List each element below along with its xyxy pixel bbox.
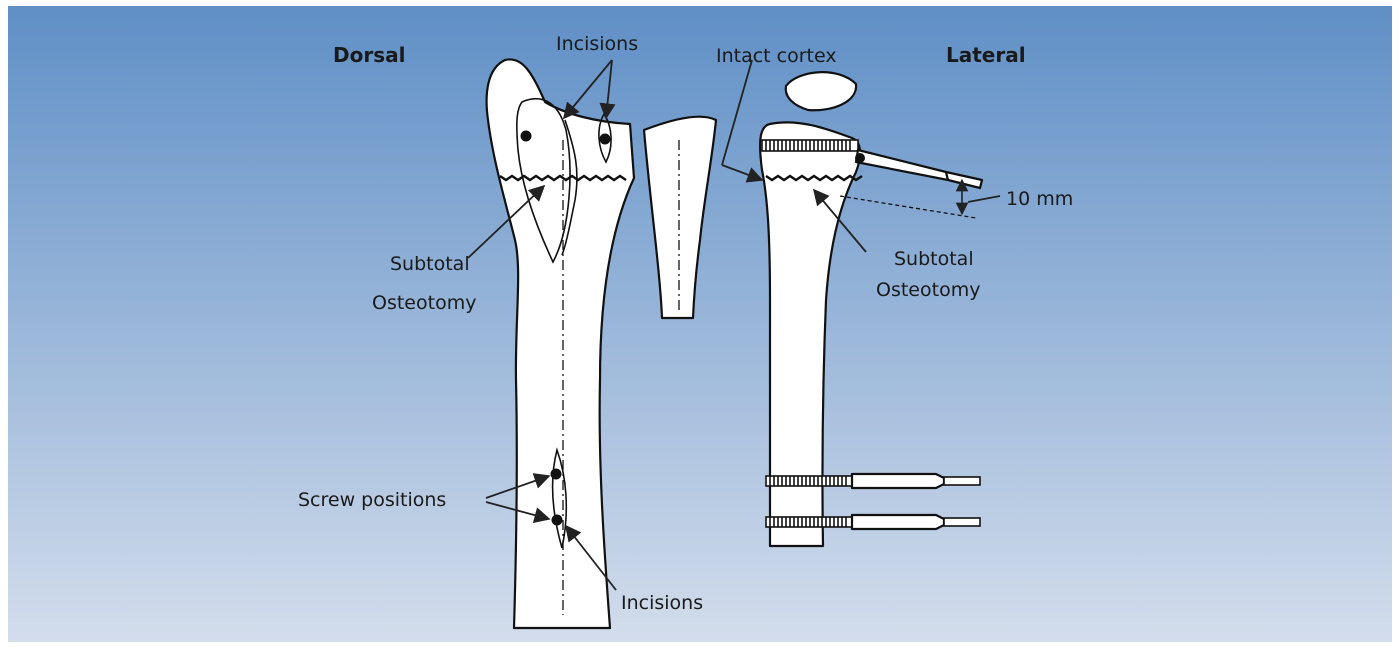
dorsal-screw-dot-right [600, 134, 611, 145]
label-measurement: 10 mm [1006, 188, 1073, 210]
lower-screw-2-thread [766, 517, 852, 527]
lower-screw-2-body [852, 515, 944, 529]
lower-screw-dot-bottom [552, 515, 563, 526]
label-lateral: Lateral [946, 43, 1026, 67]
lower-screw-1-body [852, 474, 944, 488]
dorsal-screw-dot-left [521, 131, 532, 142]
lower-screw-1-tip [944, 477, 980, 485]
label-subtotal-left-2: Osteotomy [372, 292, 476, 314]
label-incisions-top: Incisions [556, 33, 638, 55]
label-intact-cortex: Intact cortex [716, 45, 837, 67]
lower-screw-1-thread [766, 476, 852, 486]
label-dorsal: Dorsal [333, 43, 405, 67]
lower-screw-2-tip [944, 518, 980, 526]
label-subtotal-right-1: Subtotal [894, 248, 974, 270]
label-incisions-bottom: Incisions [621, 592, 703, 614]
background-panel [8, 6, 1392, 642]
lower-screw-dot-top [551, 469, 562, 480]
label-subtotal-left-1: Subtotal [390, 253, 470, 275]
label-screw-positions: Screw positions [298, 489, 446, 511]
label-subtotal-right-2: Osteotomy [876, 279, 980, 301]
lateral-top-screw-head [855, 153, 865, 163]
